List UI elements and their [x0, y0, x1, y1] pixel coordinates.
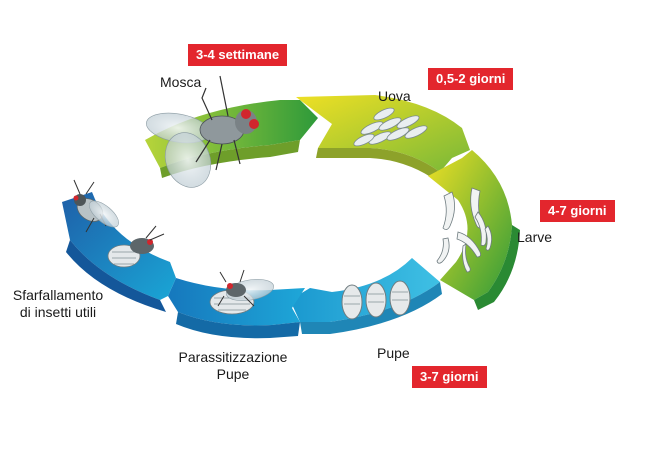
duration-badge-pupe: 3-7 giorni [412, 366, 487, 388]
stage-label-sfarfallamento-line1: Sfarfallamento [12, 287, 104, 303]
stage-label-parassitizzazione-line2: Pupe [216, 366, 250, 382]
duration-badge-larve: 4-7 giorni [540, 200, 615, 222]
larvae-illustration [436, 187, 492, 273]
stage-label-mosca: Mosca [160, 74, 202, 90]
stage-label-sfarfallamento: Sfarfallamento di insetti utili [2, 287, 114, 321]
stage-label-larve: Larve [517, 229, 553, 245]
fly-adult-illustration [146, 75, 259, 188]
eggs-illustration [353, 107, 428, 147]
wasp-parasitizing-illustration [209, 269, 274, 315]
ring-segment-pupe [290, 258, 442, 334]
pupae-illustration [341, 280, 411, 320]
duration-badge-mosca: 3-4 settimane [188, 44, 288, 66]
stage-label-parassitizzazione: Parassitizzazione Pupe [166, 349, 300, 383]
stage-label-uova: Uova [378, 88, 411, 104]
stage-label-parassitizzazione-line1: Parassitizzazione [178, 349, 288, 365]
duration-badge-uova: 0,5-2 giorni [428, 68, 514, 90]
wasp-emerging-illustration [73, 179, 165, 268]
ring-segment-larve [428, 150, 520, 310]
stage-label-pupe: Pupe [377, 345, 410, 361]
stage-label-sfarfallamento-line2: di insetti utili [19, 304, 97, 320]
